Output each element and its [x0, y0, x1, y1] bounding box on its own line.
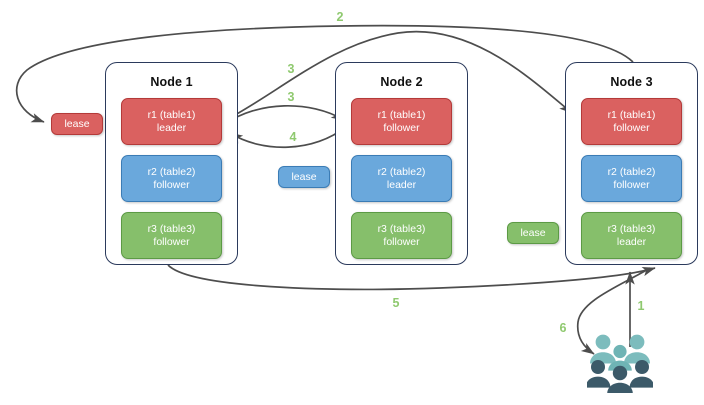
replica-n1-r3[interactable]: r3 (table3) follower: [121, 212, 222, 259]
users-group-icon: [585, 333, 655, 394]
replica-label-line2: follower: [383, 121, 420, 134]
node-title-node-1: Node 1: [150, 75, 193, 89]
replica-label-line1: r3 (table3): [147, 222, 196, 235]
users-front-row: [585, 360, 655, 394]
replica-label-line1: r2 (table2): [377, 165, 426, 178]
replica-n2-r2[interactable]: r2 (table2) leader: [351, 155, 452, 202]
replica-label-line1: r2 (table2): [147, 165, 196, 178]
edge-5-path: [167, 264, 656, 291]
lease-badge-red[interactable]: lease: [51, 113, 103, 135]
step-label-3a: 3: [287, 62, 295, 76]
replica-label-line2: follower: [383, 235, 420, 248]
replica-label-line1: r2 (table2): [607, 165, 656, 178]
step-label-1: 1: [637, 299, 645, 313]
replica-n2-r3[interactable]: r3 (table3) follower: [351, 212, 452, 259]
replica-label-line1: r1 (table1): [607, 108, 656, 121]
step-label-3b: 3: [287, 90, 295, 104]
replica-label-line2: leader: [386, 178, 417, 191]
replica-n3-r2[interactable]: r2 (table2) follower: [581, 155, 682, 202]
replica-label-line1: r3 (table3): [607, 222, 656, 235]
lease-badge-blue[interactable]: lease: [278, 166, 330, 188]
replica-n2-r1[interactable]: r1 (table1) follower: [351, 98, 452, 145]
node-title-node-2: Node 2: [380, 75, 423, 89]
replica-label-line2: follower: [613, 178, 650, 191]
replica-label-line2: follower: [153, 235, 190, 248]
replica-label-line2: follower: [153, 178, 190, 191]
step-label-5: 5: [392, 296, 400, 310]
step-label-4: 4: [289, 130, 297, 144]
replica-label-line2: leader: [616, 235, 647, 248]
users-middle-figure: [608, 344, 632, 371]
replica-label-line2: follower: [613, 121, 650, 134]
replica-label-line1: r1 (table1): [377, 108, 426, 121]
lease-badge-green[interactable]: lease: [507, 222, 559, 244]
replica-n1-r2[interactable]: r2 (table2) follower: [121, 155, 222, 202]
edge-3b-path: [224, 105, 345, 125]
replica-label-line1: r3 (table3): [377, 222, 426, 235]
users-back-row: [590, 334, 650, 364]
replica-n3-r3[interactable]: r3 (table3) leader: [581, 212, 682, 259]
replica-label-line1: r1 (table1): [147, 108, 196, 121]
replica-n1-r1[interactable]: r1 (table1) leader: [121, 98, 222, 145]
step-label-6: 6: [559, 321, 567, 335]
node-title-node-3: Node 3: [610, 75, 653, 89]
step-label-2: 2: [336, 10, 344, 24]
replica-label-line2: leader: [156, 121, 187, 134]
replica-n3-r1[interactable]: r1 (table1) follower: [581, 98, 682, 145]
